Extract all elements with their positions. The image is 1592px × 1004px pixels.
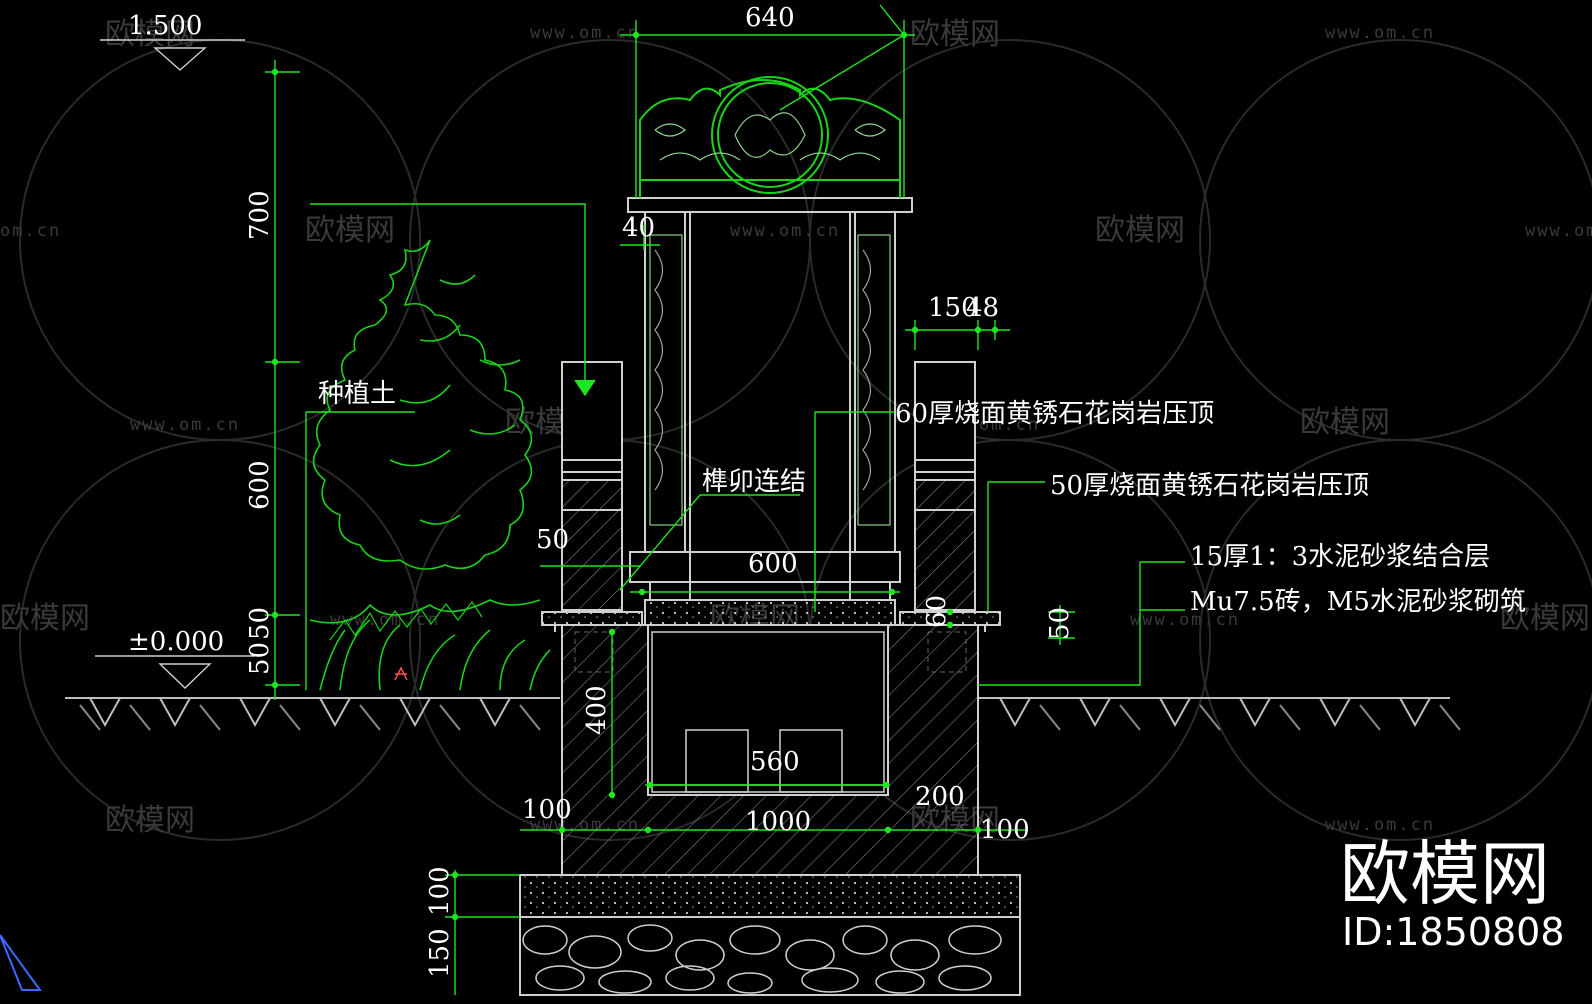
watermark-url: www.om.cn: [330, 610, 440, 630]
brand-id: ID:1850808: [1342, 910, 1565, 954]
watermark-url: www.om.cn: [1130, 610, 1240, 630]
side-post-right: [914, 361, 976, 613]
elevation-top-label: 1.500: [128, 11, 202, 41]
dim-400: 400: [582, 685, 612, 735]
planting-soil-label: 种植土: [318, 379, 396, 409]
dim-150: 150: [928, 293, 978, 323]
dim-48: 48: [966, 293, 999, 323]
dimension-labels: 1.500 ±0.000 640 700 40 150 48 600 50 60…: [128, 3, 1075, 978]
watermark-url: www.om.cn: [730, 221, 840, 241]
coping-50-label: 50厚烧面黄锈石花岗岩压顶: [1050, 471, 1369, 501]
ground-line-left: [65, 697, 560, 731]
dim-50-right: 50: [1045, 607, 1075, 640]
dim-200: 200: [915, 782, 965, 812]
brand-watermark: 欧模网 ID:1850808: [1340, 833, 1565, 954]
tenon-label: 榫卯连结: [702, 467, 806, 497]
ground-line-right: [978, 697, 1461, 731]
annotation-labels: 种植土 榫卯连结 60厚烧面黄锈石花岗岩压顶 50厚烧面黄锈石花岗岩压顶 15厚…: [318, 379, 1526, 617]
watermark-name: 欧模网: [1500, 601, 1590, 636]
watermark-name: 欧模网: [105, 803, 195, 838]
mortar-layer-label: 15厚1：3水泥砂浆结合层: [1190, 542, 1490, 572]
dim-150-base: 150: [425, 928, 455, 978]
dimension-lines: [95, 4, 1075, 995]
dim-50-b: 50: [245, 642, 275, 675]
watermark-name: 欧模网: [105, 17, 195, 52]
dim-600-left: 600: [245, 460, 275, 510]
watermark-name: 欧模网: [1300, 405, 1390, 440]
dim-640: 640: [745, 3, 795, 33]
rubble-stones: [522, 924, 1002, 994]
dim-700: 700: [245, 190, 275, 240]
watermark-name: 欧模网: [1095, 213, 1185, 248]
dim-560: 560: [750, 747, 800, 777]
side-post-left: [561, 361, 623, 613]
dim-60: 60: [922, 595, 952, 628]
dim-100-left: 100: [522, 795, 572, 825]
dim-40: 40: [622, 213, 655, 243]
watermark-name: 欧模网: [910, 17, 1000, 52]
brand-name: 欧模网: [1340, 833, 1550, 915]
coping-60-label: 60厚烧面黄锈石花岗岩压顶: [895, 399, 1214, 429]
watermark-url: om.cn: [0, 221, 61, 241]
brick-masonry-label: Mu7.5砖，M5水泥砂浆砌筑: [1190, 587, 1526, 617]
watermark-url: www.om.cn: [1325, 815, 1435, 835]
dim-50-a: 50: [245, 607, 275, 640]
ucs-corner-icon: [0, 934, 42, 991]
dim-600: 600: [748, 549, 798, 579]
stele: [627, 76, 913, 600]
dim-1000: 1000: [745, 807, 811, 837]
watermark-url: www.om.cn: [1325, 23, 1435, 43]
dim-100-base: 100: [425, 866, 455, 916]
urn-box-right: [779, 729, 843, 793]
urn-box-left: [685, 729, 749, 793]
foundation: [519, 874, 1021, 996]
leader-lines: [305, 203, 1185, 690]
watermark-url: www.om.cn: [1525, 221, 1592, 241]
watermark-name: 欧模网: [305, 213, 395, 248]
watermark-name: 欧模网: [0, 601, 90, 636]
shrub-plant: [309, 239, 551, 691]
dim-50-left: 50: [536, 525, 569, 555]
watermark-url: www.om.cn: [530, 23, 640, 43]
base-copings: [541, 599, 1001, 632]
dim-100-right: 100: [980, 815, 1030, 845]
elevation-ground-label: ±0.000: [128, 627, 224, 657]
watermark-url: www.om.cn: [130, 415, 240, 435]
